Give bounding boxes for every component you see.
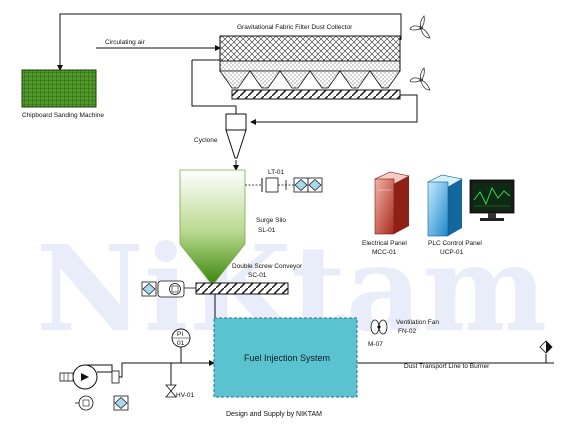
- gauge-icon: [307, 177, 323, 193]
- pi-bottom: 01: [177, 340, 185, 347]
- sanding-machine: [21, 69, 97, 108]
- pi-top: PI: [177, 331, 183, 338]
- cyclone: [225, 113, 247, 159]
- fan-icon: [409, 15, 431, 39]
- surge-silo-name: Surge Silo: [256, 217, 286, 224]
- surge-silo-tag: SL-01: [258, 227, 276, 234]
- motor-icon: [75, 395, 94, 411]
- lt-tag: LT-01: [268, 169, 285, 176]
- conveyor-name: Double Screw Conveyor: [232, 263, 303, 270]
- dust-collector: [219, 35, 401, 100]
- credit-label: Design and Supply by NIKTAM: [226, 411, 322, 418]
- collector-label: Gravitational Fabric Filter Dust Collect…: [237, 24, 353, 31]
- gauge-icon: [293, 177, 309, 193]
- conveyor-tag: SC-01: [248, 272, 267, 279]
- blower-pipe: [112, 360, 215, 378]
- valve-icon: [165, 384, 177, 398]
- gauge-icon: [141, 281, 157, 297]
- fan-icon: [409, 67, 431, 91]
- plc-panel-name: PLC Control Panel: [428, 240, 482, 247]
- fuel-injection-system: [213, 317, 358, 398]
- surge-silo: [179, 169, 246, 283]
- dust-transport-label: Dust Transport Line to Burner: [404, 363, 490, 370]
- valve-tag: HV-01: [176, 392, 194, 399]
- electrical-panel-tag: MCC-01: [372, 249, 397, 256]
- outlet-pipe: [250, 94, 418, 125]
- burner-connector-fill: [546, 341, 552, 353]
- cyclone-label: Cyclone: [194, 137, 218, 144]
- blower-icon: [59, 364, 120, 390]
- level-transmitter: [245, 177, 294, 193]
- cyclone-feed-pipe: [191, 60, 237, 120]
- plc-panel-tag: UCP-01: [440, 249, 464, 256]
- monitor-icon: [469, 179, 515, 221]
- fuel-injection-label: Fuel Injection System: [244, 353, 330, 363]
- screw-conveyor: [195, 282, 289, 295]
- pressure-indicator: [171, 328, 191, 348]
- return-pipe: [57, 13, 402, 71]
- electrical-panel-name: Electrical Panel: [362, 240, 407, 247]
- ventilation-fan-name: Ventilation Fan: [396, 319, 439, 326]
- server-cabinet-icon: [427, 174, 463, 237]
- motor-icon: [157, 280, 185, 298]
- circulating-air-label: Circulating air: [105, 39, 146, 46]
- motor-tag: M-07: [368, 341, 383, 348]
- gauge-icon: [113, 395, 129, 411]
- server-cabinet-icon: [374, 171, 410, 235]
- fan-icon: [370, 319, 388, 335]
- sanding-machine-label: Chipboard Sanding Machine: [22, 112, 104, 119]
- ventilation-fan-tag: FN-02: [398, 328, 416, 335]
